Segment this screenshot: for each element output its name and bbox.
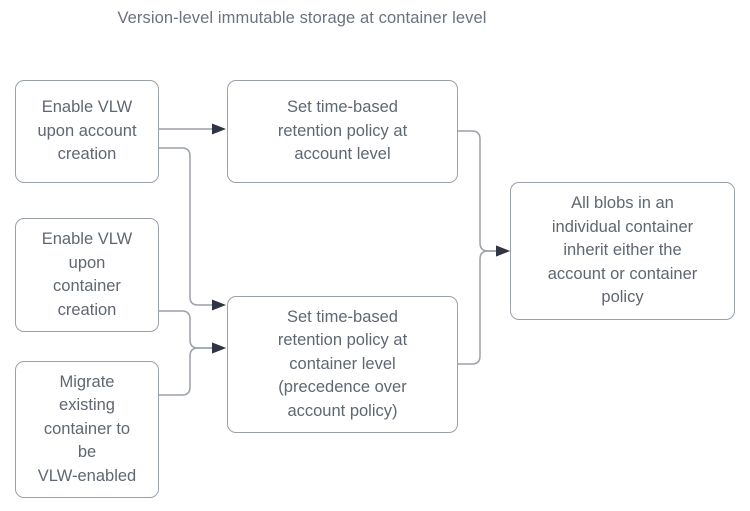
edge-line xyxy=(158,147,213,306)
node-enable-vlw-container[interactable]: Enable VLW upon container creation xyxy=(15,218,159,332)
edge-edge-account-policy-to-blobs xyxy=(457,130,510,257)
node-blobs-inherit-policy[interactable]: All blobs in an individual container inh… xyxy=(510,182,735,320)
edge-line xyxy=(158,310,213,349)
node-set-policy-account[interactable]: Set time-based retention policy at accou… xyxy=(227,80,458,183)
edge-line xyxy=(457,250,497,365)
node-label: Migrate existing container to be VLW-ena… xyxy=(37,372,137,485)
arrowhead-icon xyxy=(212,123,226,135)
edge-line xyxy=(457,130,497,252)
node-set-policy-container[interactable]: Set time-based retention policy at conta… xyxy=(227,296,458,433)
arrowhead-icon xyxy=(212,299,226,311)
node-label: Set time-based retention policy at conta… xyxy=(277,307,408,420)
edge-edge-migrate-to-container-policy xyxy=(158,342,226,396)
arrowhead-icon xyxy=(212,342,226,354)
edge-edge-container-policy-to-blobs xyxy=(457,245,510,365)
edge-edge-account-to-account-policy xyxy=(158,123,226,135)
diagram-title: Version-level immutable storage at conta… xyxy=(117,9,487,27)
edge-line xyxy=(158,347,213,396)
edge-edge-account-to-container-policy xyxy=(158,147,226,311)
node-label: All blobs in an individual container inh… xyxy=(547,194,698,307)
node-enable-vlw-account[interactable]: Enable VLW upon account creation xyxy=(15,80,159,183)
arrowhead-icon xyxy=(212,342,226,354)
arrowhead-icon xyxy=(496,245,510,257)
node-label: Enable VLW upon container creation xyxy=(41,230,133,319)
arrowhead-icon xyxy=(496,245,510,257)
node-label: Enable VLW upon account creation xyxy=(37,98,137,164)
edge-edge-container-to-container-policy xyxy=(158,310,226,354)
node-label: Set time-based retention policy at accou… xyxy=(277,98,408,164)
node-migrate-container[interactable]: Migrate existing container to be VLW-ena… xyxy=(15,361,159,498)
